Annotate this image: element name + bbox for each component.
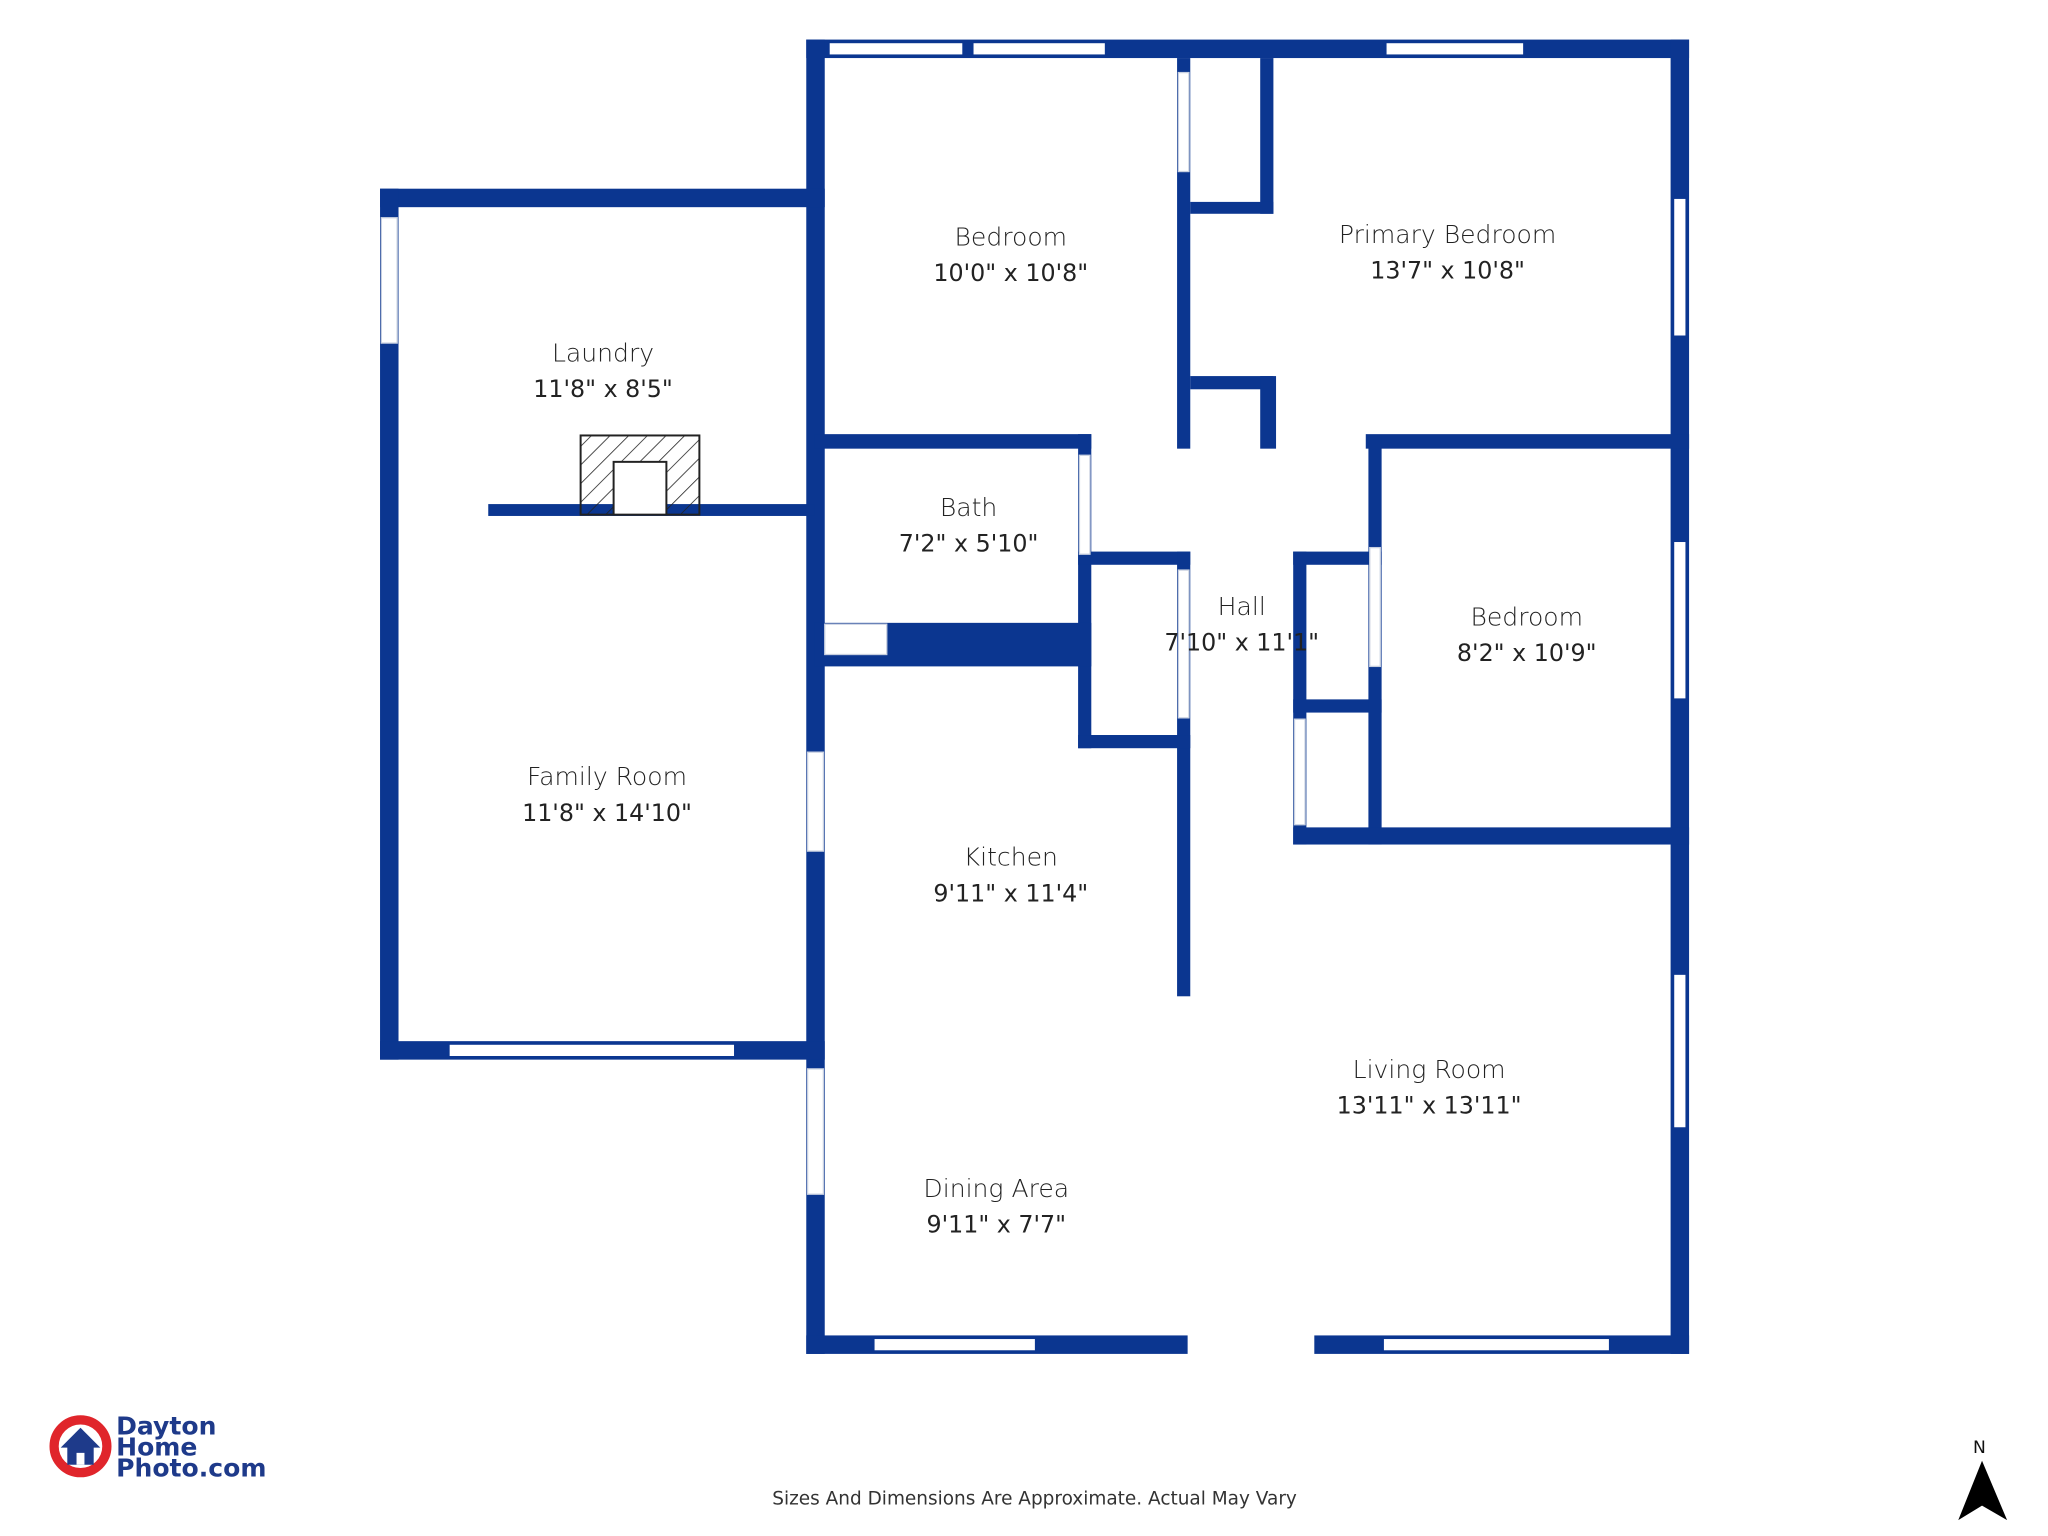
- compass: N: [1958, 1438, 2008, 1521]
- room-dims: 11'8" x 8'5": [533, 375, 673, 403]
- room-name: Kitchen: [964, 843, 1058, 872]
- room-dims: 11'8" x 14'10": [522, 799, 692, 827]
- room-name: Hall: [1218, 592, 1266, 621]
- room-dims: 7'2" x 5'10": [899, 530, 1039, 558]
- compass-label: N: [1973, 1438, 1986, 1458]
- room-name: Laundry: [552, 339, 654, 368]
- room-name: Bath: [940, 493, 997, 522]
- room-dims: 9'11" x 11'4": [933, 879, 1088, 907]
- logo-line: Photo.com: [116, 1454, 266, 1483]
- room-dims: 10'0" x 10'8": [933, 259, 1088, 287]
- room-dims: 8'2" x 10'9": [1457, 639, 1597, 667]
- logo-aperture-icon: [49, 1415, 112, 1478]
- openings: [380, 71, 1381, 1195]
- house-icon: [60, 1427, 101, 1465]
- room-dims: 9'11" x 7'7": [926, 1210, 1066, 1238]
- room-name: Bedroom: [1470, 602, 1583, 631]
- room-dims: 13'7" x 10'8": [1370, 256, 1525, 284]
- room-name: Dining Area: [923, 1174, 1069, 1203]
- room-dims: 13'11" x 13'11": [1337, 1092, 1522, 1120]
- logo-line: Dayton: [116, 1411, 216, 1440]
- room-name: Family Room: [527, 762, 687, 791]
- room-name: Living Room: [1353, 1055, 1506, 1084]
- room-name: Primary Bedroom: [1339, 220, 1556, 249]
- logo: Dayton Home Photo.com: [49, 1411, 266, 1483]
- room-name: Bedroom: [955, 222, 1068, 251]
- logo-line: Home: [116, 1433, 197, 1462]
- fireplace: [579, 434, 701, 516]
- windows: [447, 41, 1688, 1353]
- room-labels: Laundry 11'8" x 8'5" Bedroom 10'0" x 10'…: [522, 220, 1596, 1239]
- disclaimer: Sizes And Dimensions Are Approximate. Ac…: [772, 1488, 1297, 1509]
- north-arrow-icon: [1958, 1460, 2008, 1521]
- room-dims: 7'10" x 11'1": [1164, 629, 1319, 657]
